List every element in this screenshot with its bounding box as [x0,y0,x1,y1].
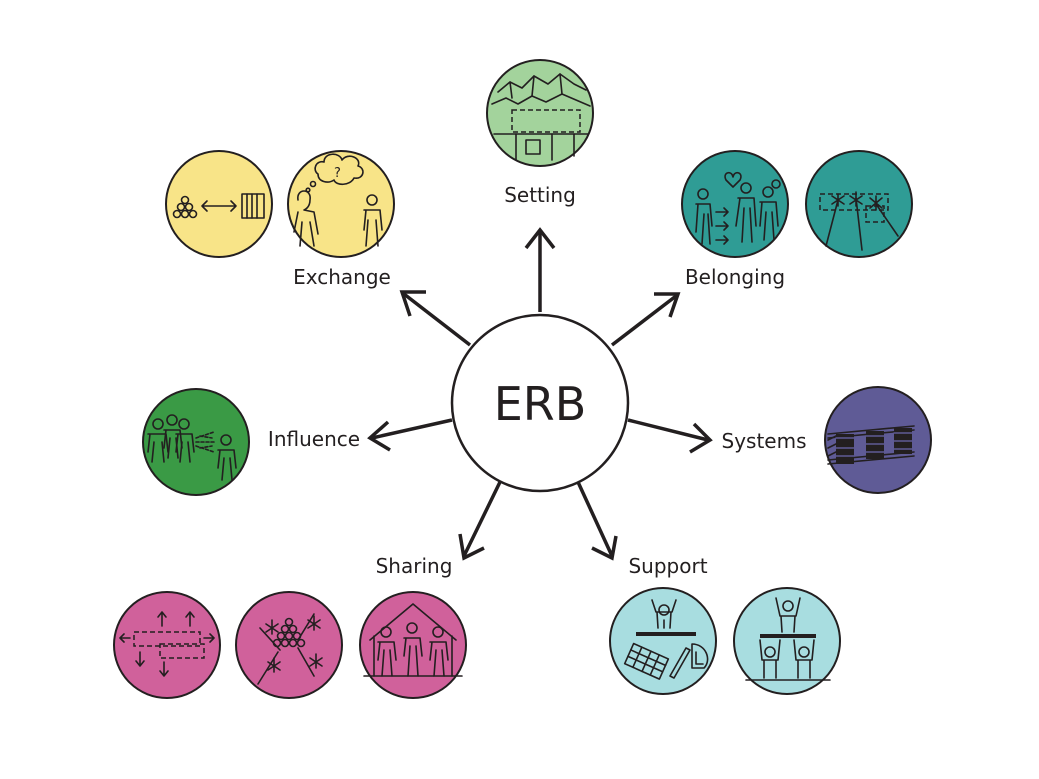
shelves-icon [824,386,932,494]
arrow-support [576,481,618,561]
arrow-exchange [399,290,472,347]
exchange-arrow-icon [165,150,273,258]
landscape-building-icon [486,59,594,167]
people-house-icon [359,591,467,699]
arrow-belonging [610,292,681,347]
dashed-spark-icon [805,150,913,258]
supporting-people-icon [733,587,841,695]
arrows [367,227,713,561]
center-node: ERB [450,313,630,493]
center-label: ERB [494,377,587,431]
arrow-systems [627,418,713,454]
raised-person-tools-icon [609,587,717,695]
label-systems: Systems [722,429,807,453]
dashed-arrows-icon [113,591,221,699]
label-influence: Influence [268,427,360,451]
label-setting: Setting [504,183,576,207]
svg-text:?: ? [334,166,341,181]
cluster-spark-icon [235,591,343,699]
people-heart-icon [681,150,789,258]
arrow-setting [524,227,556,312]
label-support: Support [628,554,707,578]
group-spray-icon [142,388,250,496]
label-belonging: Belonging [685,265,785,289]
arrow-sharing [458,481,502,561]
arrow-influence [367,418,453,452]
label-exchange: Exchange [293,265,391,289]
label-sharing: Sharing [376,554,453,578]
thought-bubble-icon: ? [287,150,395,258]
